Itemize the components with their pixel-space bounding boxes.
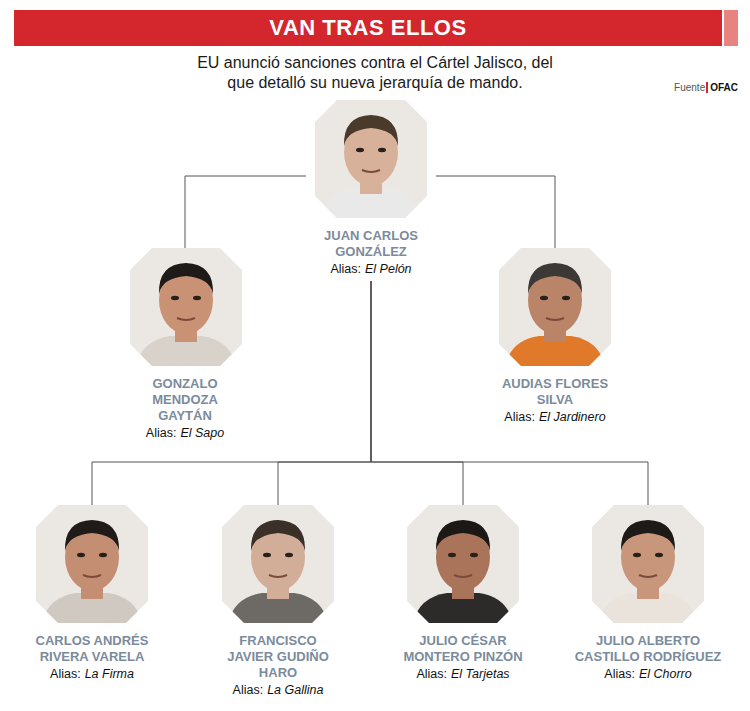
alias-name: El Chorro (639, 667, 692, 681)
alias-label: Alias: (50, 667, 81, 681)
hierarchy-connector (185, 176, 306, 248)
person-card: AUDIAS FLORES SILVA Alias: El Jardinero (490, 248, 620, 425)
alias-name: El Pelón (365, 262, 412, 276)
portrait-photo (130, 248, 242, 366)
alias-label: Alias: (233, 683, 264, 697)
source-name: OFAC (706, 82, 738, 93)
person-name: JUAN CARLOS GONZÁLEZ (306, 228, 436, 260)
alias-name: La Gallina (267, 683, 323, 697)
portrait-photo (499, 248, 611, 366)
person-name: CARLOS ANDRÉS RIVERA VARELA (12, 633, 172, 665)
person-card: CARLOS ANDRÉS RIVERA VARELA Alias: La Firm… (12, 505, 172, 682)
chart-title: VAN TRAS ELLOS (14, 10, 722, 46)
alias-name: El Tarjetas (451, 667, 510, 681)
person-name: JULIO ALBERTO CASTILLO RODRÍGUEZ (571, 633, 726, 665)
source-label: Fuente (674, 82, 705, 93)
alias-name: El Jardinero (539, 410, 606, 424)
person-card: JUAN CARLOS GONZÁLEZ Alias: El Pelón (306, 100, 436, 277)
alias-label: Alias: (604, 667, 635, 681)
portrait-photo (592, 505, 704, 623)
person-name: AUDIAS FLORES SILVA (490, 376, 620, 408)
alias-line: Alias: El Tarjetas (391, 666, 536, 682)
alias-label: Alias: (146, 426, 177, 440)
hierarchy-connector (436, 176, 555, 248)
alias-line: Alias: El Chorro (571, 666, 726, 682)
alias-line: Alias:La Gallina (218, 682, 338, 698)
alias-line: Alias:El Sapo (130, 425, 240, 441)
alias-label: Alias: (416, 667, 447, 681)
banner-tip (724, 10, 738, 46)
person-card: FRANCISCO JAVIER GUDIÑO HAROAlias:La Gal… (218, 505, 338, 698)
person-name: GONZALO MENDOZA GAYTÁN (130, 376, 240, 424)
person-card: JULIO ALBERTO CASTILLO RODRÍGUEZ Alias: El… (571, 505, 726, 682)
portrait-photo (222, 505, 334, 623)
chart-subtitle: EU anunció sanciones contra el Cártel Ja… (197, 53, 553, 93)
alias-label: Alias: (504, 410, 535, 424)
alias-line: Alias: El Jardinero (490, 409, 620, 425)
person-card: GONZALO MENDOZA GAYTÁNAlias:El Sapo (130, 248, 240, 441)
hierarchy-connector (278, 281, 371, 505)
alias-name: La Firma (85, 667, 134, 681)
hierarchy-connector (371, 281, 463, 505)
person-name: FRANCISCO JAVIER GUDIÑO HARO (218, 633, 338, 681)
alias-line: Alias: La Firma (12, 666, 172, 682)
portrait-photo (36, 505, 148, 623)
portrait-photo (407, 505, 519, 623)
portrait-photo (315, 100, 427, 218)
person-card: JULIO CÉSAR MONTERO PINZÓN Alias: El Tarje… (391, 505, 536, 682)
alias-line: Alias: El Pelón (306, 261, 436, 277)
source-note: FuenteOFAC (674, 82, 738, 94)
person-name: JULIO CÉSAR MONTERO PINZÓN (391, 633, 536, 665)
alias-label: Alias: (330, 262, 361, 276)
alias-name: El Sapo (180, 426, 224, 440)
